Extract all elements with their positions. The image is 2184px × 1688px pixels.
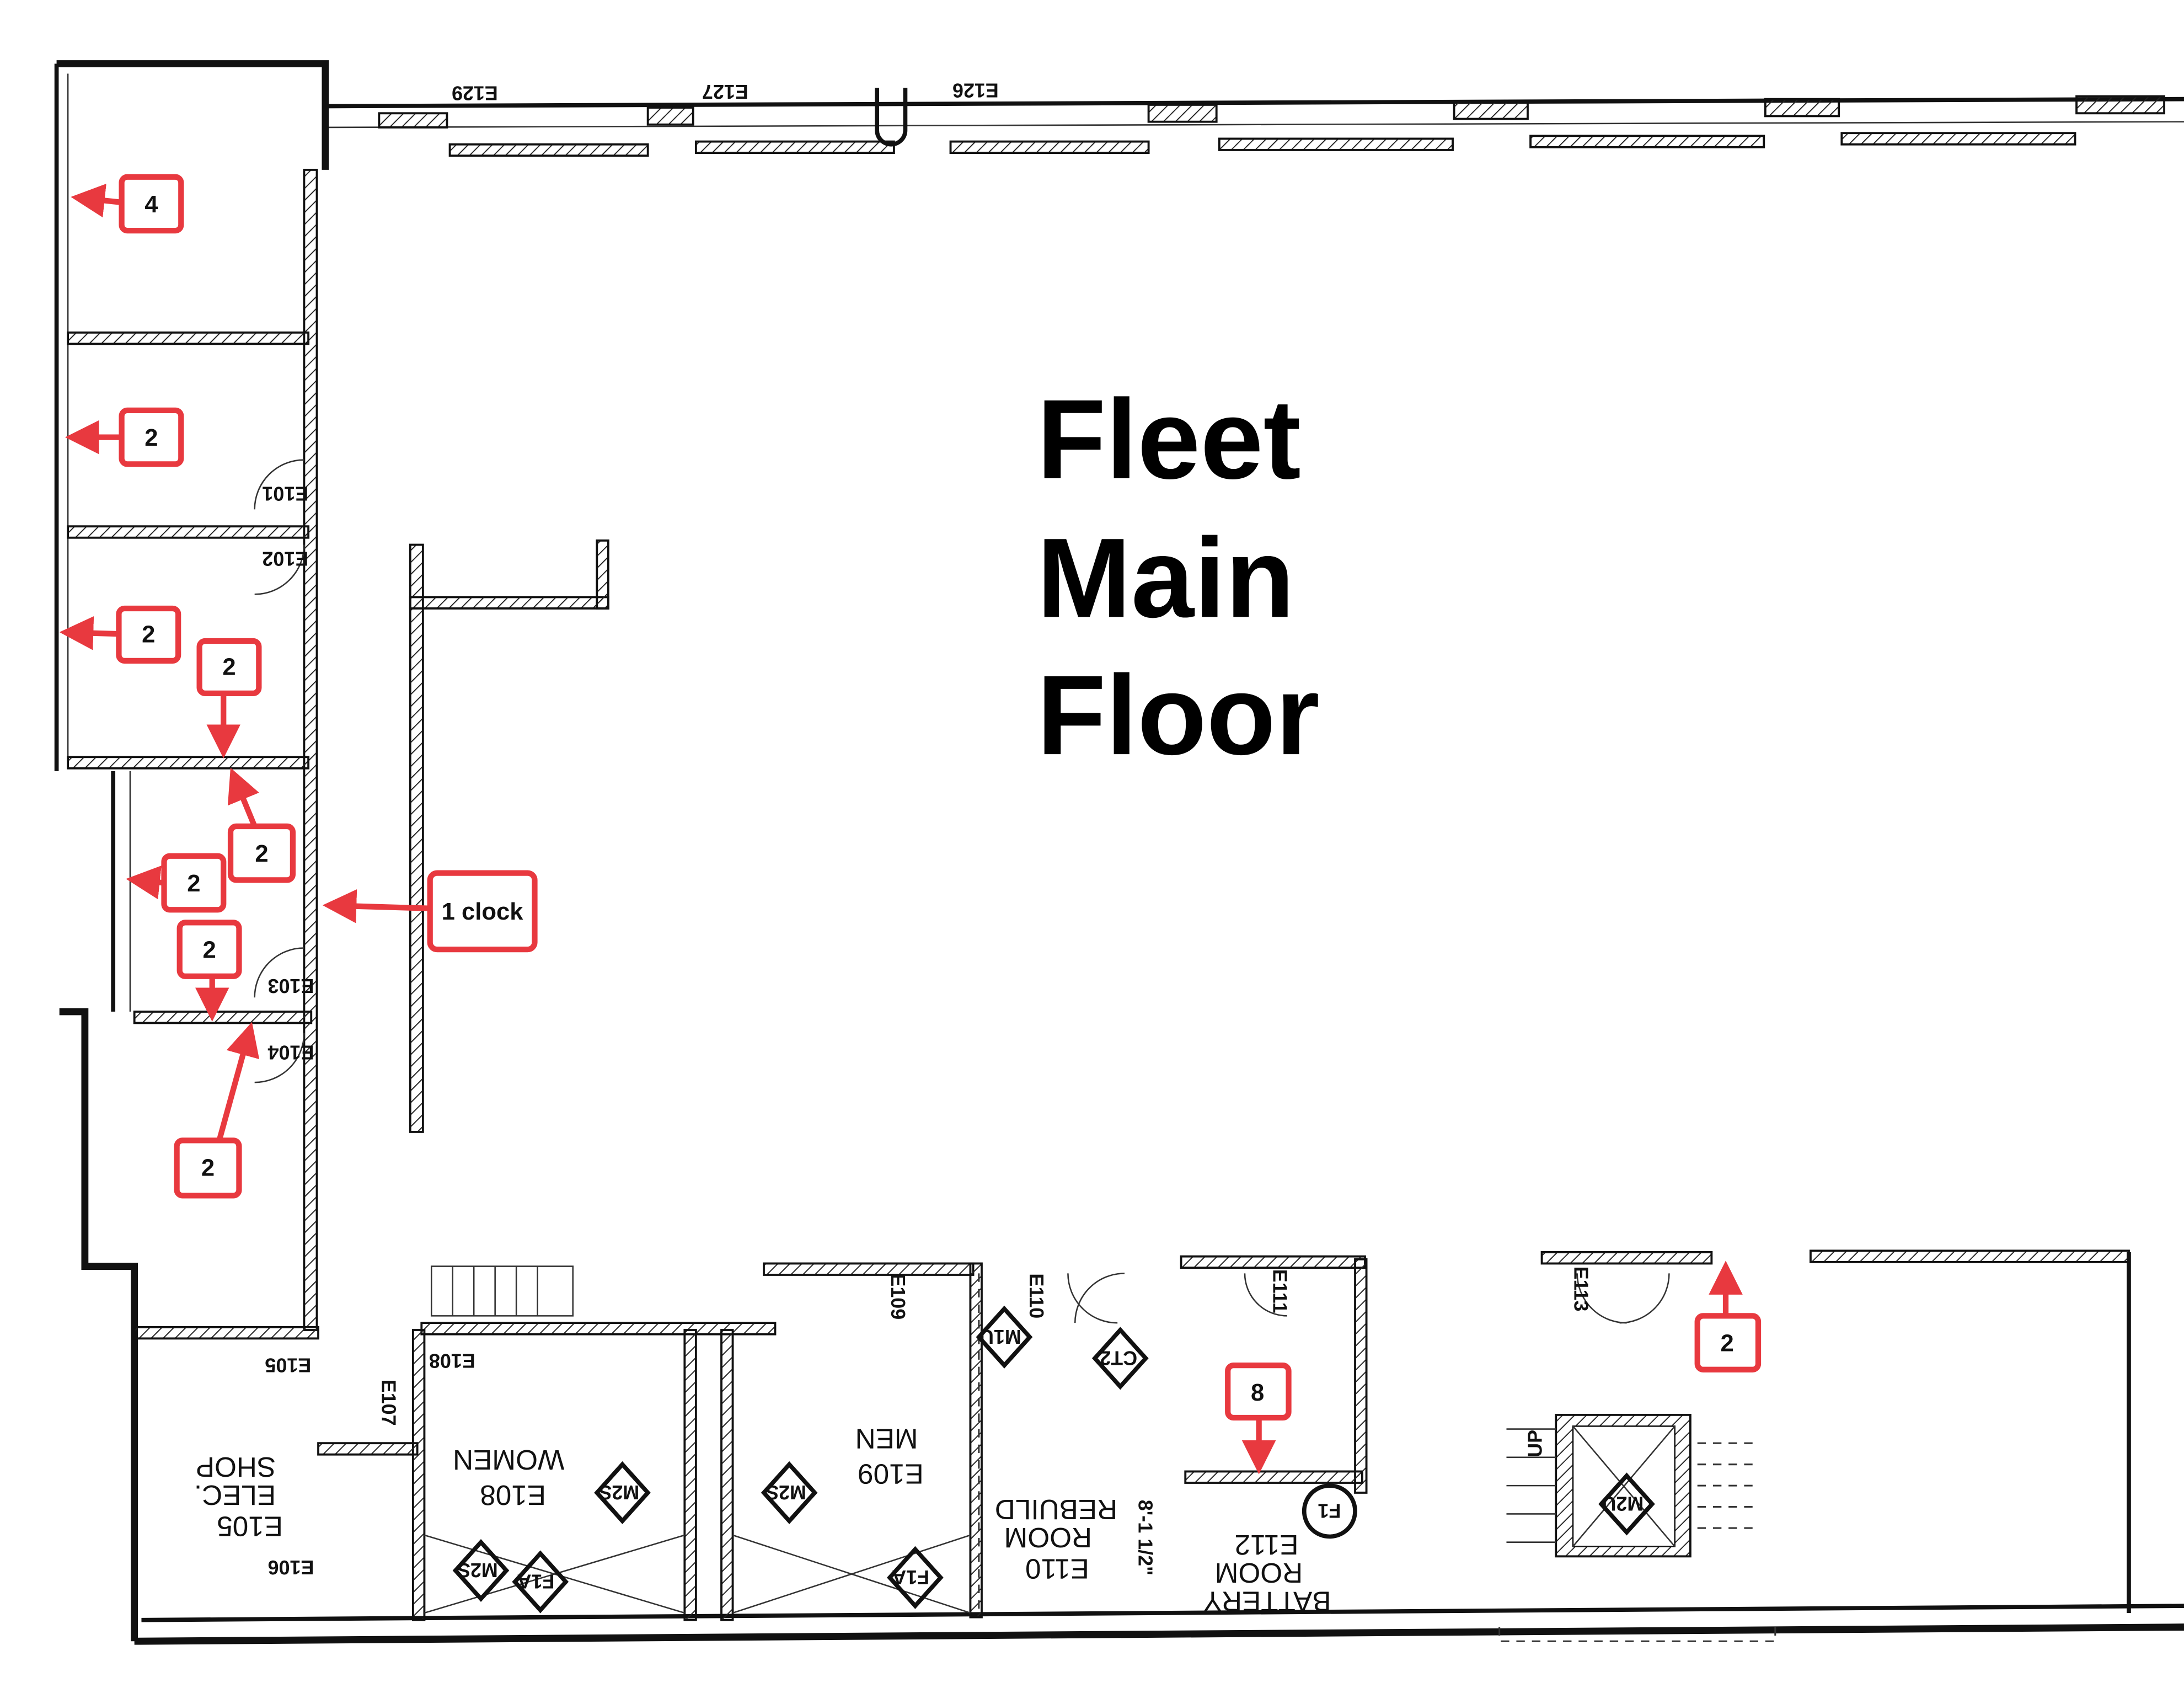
svg-text:2: 2: [222, 654, 235, 681]
room-name-elec: ELEC.: [194, 1479, 276, 1511]
svg-text:2: 2: [202, 937, 216, 963]
center-partition: [409, 539, 609, 1133]
callout-2: 2: [126, 853, 227, 913]
svg-text:8: 8: [1251, 1380, 1264, 1406]
door-tag: E106: [268, 1556, 314, 1578]
door-tag: E109: [887, 1273, 909, 1320]
symbol-f1a: F1A: [887, 1546, 944, 1609]
symbol-f1a: F1A: [512, 1550, 569, 1614]
door-tag: E107: [377, 1380, 399, 1426]
room-name-battery: BATTERY: [1203, 1585, 1331, 1617]
symbol-f1: F1: [1302, 1483, 1357, 1539]
symbol-m2s: M2S: [594, 1461, 651, 1524]
svg-text:F1A: F1A: [517, 1571, 555, 1593]
room-number-e112: E112: [1234, 1529, 1298, 1561]
bottom-rooms: [134, 1249, 2184, 1645]
svg-text:2: 2: [142, 622, 155, 648]
dimension-label: 8'-1 1/2": [1134, 1500, 1157, 1575]
door-tag: E127: [702, 81, 748, 103]
svg-text:4: 4: [144, 191, 158, 218]
stair-up-label: UP: [1524, 1430, 1546, 1457]
left-offices: [54, 60, 329, 1642]
svg-text:M2S: M2S: [598, 1481, 639, 1503]
door-tag: E101: [262, 482, 308, 504]
callout-2: 2: [174, 1022, 260, 1199]
callout-2: 2: [176, 920, 242, 1022]
callout-2: 2: [196, 638, 262, 758]
svg-text:2: 2: [144, 425, 158, 451]
room-number-e110: E110: [1025, 1553, 1089, 1584]
callouts: 4 2 2 2 2 2 1 clock 2: [59, 174, 1762, 1475]
room-labels: E105 ELEC. SHOP E108 WOMEN E109 MEN E110…: [194, 1423, 1331, 1617]
svg-text:1 clock: 1 clock: [442, 899, 524, 925]
door-tag: E129: [452, 82, 498, 104]
door-tag: E103: [268, 975, 314, 997]
callout-2: 2: [65, 407, 184, 467]
door-tag: E108: [429, 1350, 475, 1372]
plan-title: Fleet Main Floor: [1037, 376, 1320, 778]
title-line-floor: Floor: [1037, 652, 1320, 778]
symbol-m2s: M2S: [452, 1539, 510, 1602]
door-tag: E113: [1570, 1267, 1592, 1312]
svg-text:2: 2: [187, 870, 200, 897]
svg-text:2: 2: [255, 841, 268, 867]
symbols: M1U CT2 M2S M2S M2S F1A F1A M2U F1 UP 8'…: [452, 1305, 1655, 1614]
svg-text:CT2: CT2: [1100, 1347, 1137, 1369]
room-name-rebuild: REBUILD: [995, 1494, 1117, 1525]
svg-text:2: 2: [1720, 1330, 1733, 1356]
svg-text:F1A: F1A: [892, 1566, 929, 1588]
door-tag: E105: [265, 1354, 311, 1376]
room-name-shop: SHOP: [196, 1451, 276, 1483]
svg-text:2: 2: [201, 1155, 215, 1181]
door-tag: E110: [1025, 1273, 1047, 1318]
title-line-main: Main: [1037, 515, 1294, 641]
svg-text:F1: F1: [1318, 1499, 1341, 1521]
svg-text:M2S: M2S: [457, 1559, 498, 1581]
symbol-m2s: M2S: [761, 1461, 818, 1524]
room-number-e105: E105: [217, 1511, 283, 1542]
callout-2: 2: [59, 605, 181, 664]
door-tag: E102: [262, 547, 308, 569]
room-name-women: WOMEN: [453, 1444, 564, 1476]
room-name-men: MEN: [855, 1423, 918, 1455]
symbol-m1u: M1U: [976, 1305, 1033, 1369]
room-name-room: ROOM: [1004, 1522, 1092, 1553]
callout-1-clock: 1 clock: [322, 870, 538, 953]
room-number-e109: E109: [858, 1459, 924, 1490]
door-tag: E104: [268, 1041, 314, 1063]
room-number-e108: E108: [480, 1479, 546, 1511]
title-line-fleet: Fleet: [1037, 376, 1301, 503]
callout-4: 4: [71, 174, 184, 234]
symbol-ct2: CT2: [1091, 1327, 1149, 1390]
svg-text:M2U: M2U: [1602, 1493, 1644, 1515]
top-exterior-wall: [325, 88, 2184, 157]
room-name-battery-room: ROOM: [1215, 1557, 1303, 1589]
door-tags: E101 E102 E103 E104 E105 E106 E107 E108 …: [262, 79, 1592, 1578]
svg-text:M1U: M1U: [979, 1326, 1021, 1348]
door-tag: E111: [1268, 1269, 1291, 1313]
svg-text:M2S: M2S: [766, 1481, 806, 1503]
callout-8: 8: [1225, 1362, 1292, 1475]
door-tag: E126: [952, 79, 999, 101]
callout-2: 2: [1694, 1260, 1762, 1372]
symbol-m2u: M2U: [1598, 1472, 1655, 1536]
callout-2: 2: [227, 767, 296, 883]
